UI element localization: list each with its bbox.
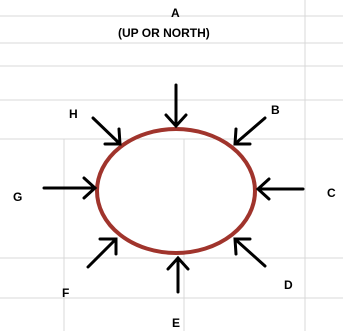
- label-a: A: [171, 6, 180, 20]
- arrow-f: [86, 237, 118, 269]
- label-b: B: [271, 103, 280, 117]
- arrow-h: [91, 116, 122, 146]
- label-e: E: [172, 316, 181, 330]
- label-g: G: [13, 190, 23, 204]
- arrow-e: [166, 255, 190, 294]
- label-a-subtitle: (UP OR NORTH): [118, 26, 210, 40]
- arrow-d: [233, 237, 267, 268]
- arrow-g: [42, 176, 98, 200]
- arrow-b: [233, 116, 267, 146]
- label-h: H: [69, 107, 78, 121]
- arrow-a: [164, 83, 188, 129]
- arrow-c: [255, 177, 305, 201]
- label-c: C: [327, 186, 336, 200]
- label-f: F: [62, 286, 70, 300]
- label-d: D: [284, 278, 293, 292]
- closed-loop-ellipse: [95, 127, 257, 255]
